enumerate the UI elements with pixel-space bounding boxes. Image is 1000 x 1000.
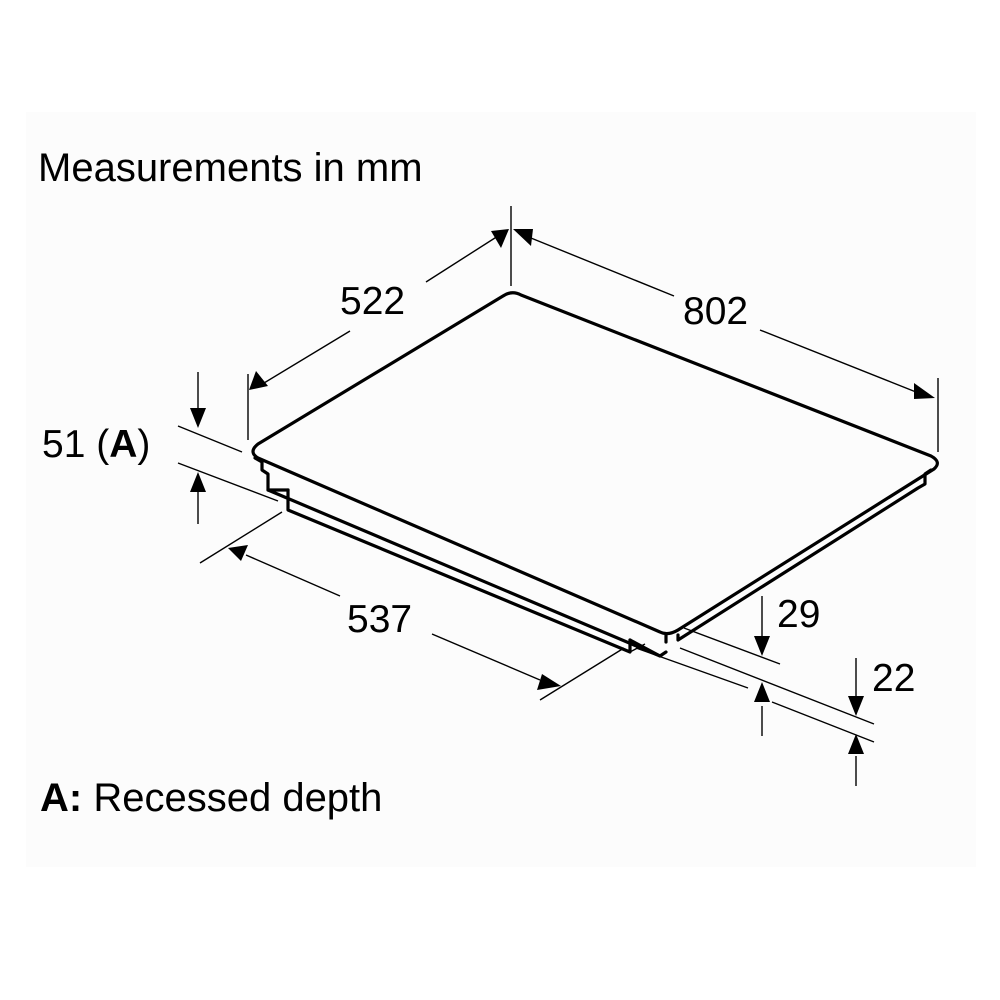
recess-label: 51 (A) (42, 423, 150, 466)
hob-top-surface (251, 291, 939, 636)
hob-glass-edge-right (676, 468, 933, 642)
arrow-up-icon (190, 472, 206, 492)
arrow-up-icon (754, 682, 770, 702)
width-label: 802 (683, 290, 748, 333)
arrowhead-icon (249, 371, 268, 390)
hob-glass-edge-front (253, 456, 662, 658)
frame-height-label: 29 (777, 593, 820, 636)
hob-frame-front-edge (628, 638, 668, 658)
arrow-down-icon (190, 408, 206, 428)
body-height-label: 22 (872, 657, 915, 700)
arrowhead-icon (228, 545, 248, 561)
dimension-cutout: 537 (228, 545, 561, 690)
hob-outline (251, 291, 939, 658)
arrow-down-icon (754, 636, 770, 656)
cutout-label: 537 (347, 598, 412, 641)
arrow-down-icon (848, 696, 864, 716)
arrowhead-icon (513, 229, 533, 246)
arrowhead-icon (914, 383, 935, 399)
dimension-recess: 51 (A) (42, 372, 206, 524)
legend-description: Recessed depth (82, 776, 382, 820)
legend: A: Recessed depth (40, 776, 382, 820)
dimension-body-height: 22 (848, 657, 915, 786)
arrowhead-icon (537, 674, 561, 690)
dimension-depth: 522 (249, 229, 509, 390)
arrowhead-icon (491, 229, 509, 248)
arrow-up-icon (848, 734, 864, 754)
dimension-frame-height: 29 (754, 593, 820, 736)
depth-label: 522 (340, 280, 405, 323)
extension-lines (177, 206, 939, 743)
page-title: Measurements in mm (38, 146, 423, 190)
legend-key: A: (40, 776, 82, 820)
dimension-width: 802 (513, 229, 935, 399)
